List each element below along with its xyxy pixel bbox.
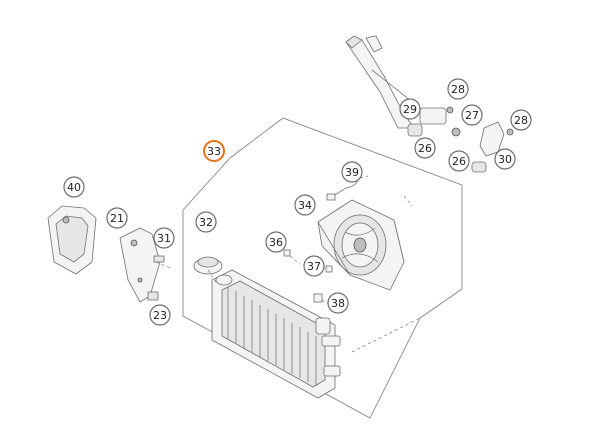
upper-mount-arm (345, 35, 461, 137)
callouts: 40 21 31 23 32 33 34 36 37 38 39 28 29 2… (63, 78, 532, 326)
svg-text:40: 40 (67, 181, 81, 194)
callout-33: 33 (203, 140, 225, 162)
radiator (211, 269, 341, 399)
callout-26-right: 26 (448, 150, 470, 172)
callout-32: 32 (195, 211, 217, 233)
bracket-21 (119, 227, 171, 303)
fan-connector (326, 175, 413, 207)
callout-38: 38 (327, 292, 349, 314)
radiator-cap (193, 256, 223, 283)
svg-text:28: 28 (451, 83, 465, 96)
callout-26-left: 26 (414, 137, 436, 159)
svg-text:39: 39 (345, 166, 359, 179)
svg-text:38: 38 (331, 297, 345, 310)
callout-21: 21 (106, 207, 128, 229)
svg-text:36: 36 (269, 236, 283, 249)
svg-text:34: 34 (298, 199, 312, 212)
callout-29: 29 (399, 98, 421, 120)
callout-31: 31 (153, 227, 175, 249)
callout-27: 27 (461, 104, 483, 126)
svg-text:33: 33 (207, 145, 221, 158)
svg-text:26: 26 (452, 155, 466, 168)
svg-text:32: 32 (199, 216, 213, 229)
callout-40: 40 (63, 176, 85, 198)
svg-text:26: 26 (418, 142, 432, 155)
callout-30: 30 (494, 148, 516, 170)
svg-text:23: 23 (153, 309, 167, 322)
callout-37: 37 (303, 255, 325, 277)
callout-36: 36 (265, 231, 287, 253)
callout-39: 39 (341, 161, 363, 183)
mount-bracket-30 (471, 121, 514, 173)
fan-shroud (317, 199, 405, 291)
cover-40 (47, 205, 97, 275)
svg-text:31: 31 (157, 232, 171, 245)
svg-text:27: 27 (465, 109, 479, 122)
callout-34: 34 (294, 194, 316, 216)
callout-28-right: 28 (510, 109, 532, 131)
svg-text:37: 37 (307, 260, 321, 273)
svg-text:29: 29 (403, 103, 417, 116)
callout-23: 23 (149, 304, 171, 326)
svg-text:21: 21 (110, 212, 124, 225)
callout-28-top: 28 (447, 78, 469, 100)
svg-text:28: 28 (514, 114, 528, 127)
svg-text:30: 30 (498, 153, 512, 166)
